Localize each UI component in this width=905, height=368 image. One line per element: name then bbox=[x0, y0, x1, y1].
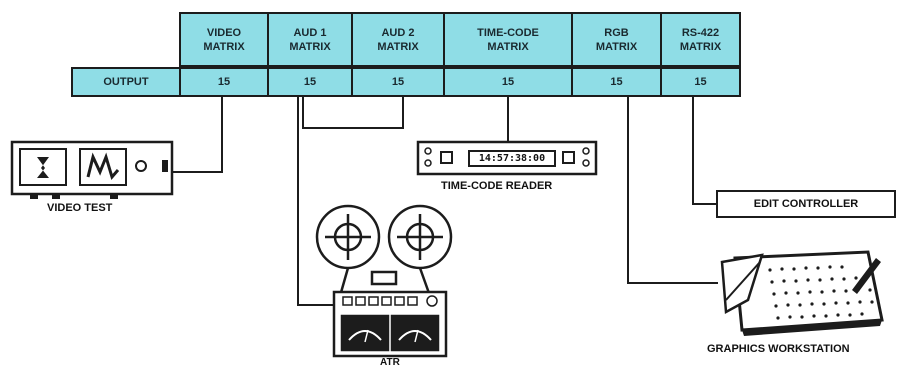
output-value: 15 bbox=[694, 76, 707, 88]
vectorscope-icon bbox=[86, 152, 120, 181]
output-value: 15 bbox=[610, 76, 623, 88]
output-row-label-text: OUTPUT bbox=[103, 76, 149, 88]
graphics-workstation-label: GRAPHICS WORKSTATION bbox=[707, 343, 850, 355]
rs422-connection bbox=[692, 97, 716, 205]
output-value: 15 bbox=[501, 76, 515, 88]
video-test-label: VIDEO TEST bbox=[47, 202, 113, 214]
edit-controller-box: EDIT CONTROLLER bbox=[716, 190, 896, 218]
edit-controller-label: EDIT CONTROLLER bbox=[753, 198, 859, 210]
column-header-label: RS-422 MATRIX bbox=[679, 26, 722, 53]
atr-device bbox=[315, 204, 453, 358]
column-header-aud2: AUD 2 MATRIX bbox=[351, 12, 445, 67]
output-value: 15 bbox=[391, 76, 405, 88]
audio-bracket bbox=[302, 97, 404, 129]
tablet-grid bbox=[768, 265, 874, 320]
connection-lines bbox=[172, 97, 718, 306]
table-corner bbox=[71, 12, 179, 67]
time-code-display: 14:57:38:00 bbox=[468, 150, 556, 167]
column-header-label: TIME-CODE MATRIX bbox=[477, 26, 539, 53]
column-header-label: AUD 1 MATRIX bbox=[289, 26, 331, 53]
stylus-icon bbox=[852, 258, 881, 294]
column-header-timecode: TIME-CODE MATRIX bbox=[443, 12, 573, 67]
video-test-device bbox=[10, 140, 174, 199]
time-code-reader-label: TIME-CODE READER bbox=[441, 180, 553, 192]
graphics-workstation-device bbox=[720, 250, 884, 336]
video-connection bbox=[172, 97, 223, 173]
rgb-connection bbox=[627, 97, 718, 284]
output-cell-timecode: 15 bbox=[443, 67, 573, 97]
output-row-header: OUTPUT bbox=[71, 67, 181, 97]
output-cell-aud1: 15 bbox=[267, 67, 353, 97]
column-header-rgb: RGB MATRIX bbox=[571, 12, 662, 67]
output-cell-rgb: 15 bbox=[571, 67, 662, 97]
waveform-icon bbox=[37, 157, 49, 178]
column-header-label: RGB MATRIX bbox=[595, 26, 638, 53]
output-value: 15 bbox=[303, 76, 317, 88]
column-header-label: AUD 2 MATRIX bbox=[377, 26, 419, 53]
column-header-aud1: AUD 1 MATRIX bbox=[267, 12, 353, 67]
atr-label: ATR bbox=[380, 357, 400, 368]
output-cell-rs422: 15 bbox=[660, 67, 741, 97]
output-cell-aud2: 15 bbox=[351, 67, 445, 97]
column-header-rs422: RS-422 MATRIX bbox=[660, 12, 741, 67]
output-cell-video: 15 bbox=[179, 67, 269, 97]
audio-connection bbox=[297, 97, 340, 306]
output-value: 15 bbox=[217, 76, 231, 88]
column-header-video: VIDEO MATRIX bbox=[179, 12, 269, 67]
column-header-label: VIDEO MATRIX bbox=[203, 26, 245, 53]
